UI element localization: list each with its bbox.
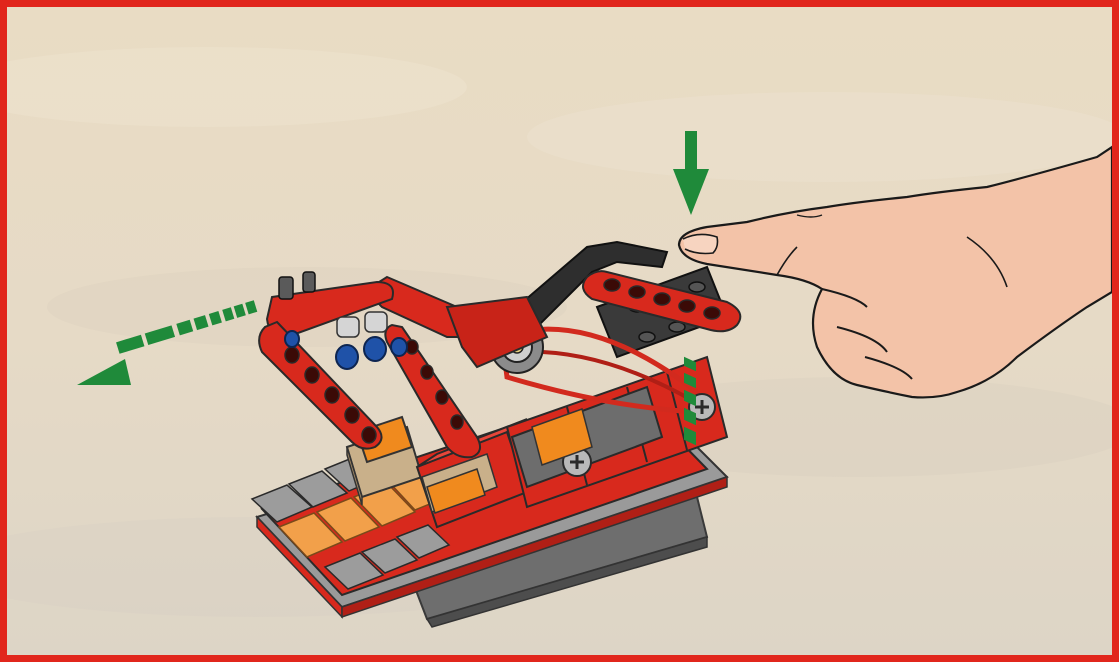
launcher-illustration <box>7 7 1112 655</box>
